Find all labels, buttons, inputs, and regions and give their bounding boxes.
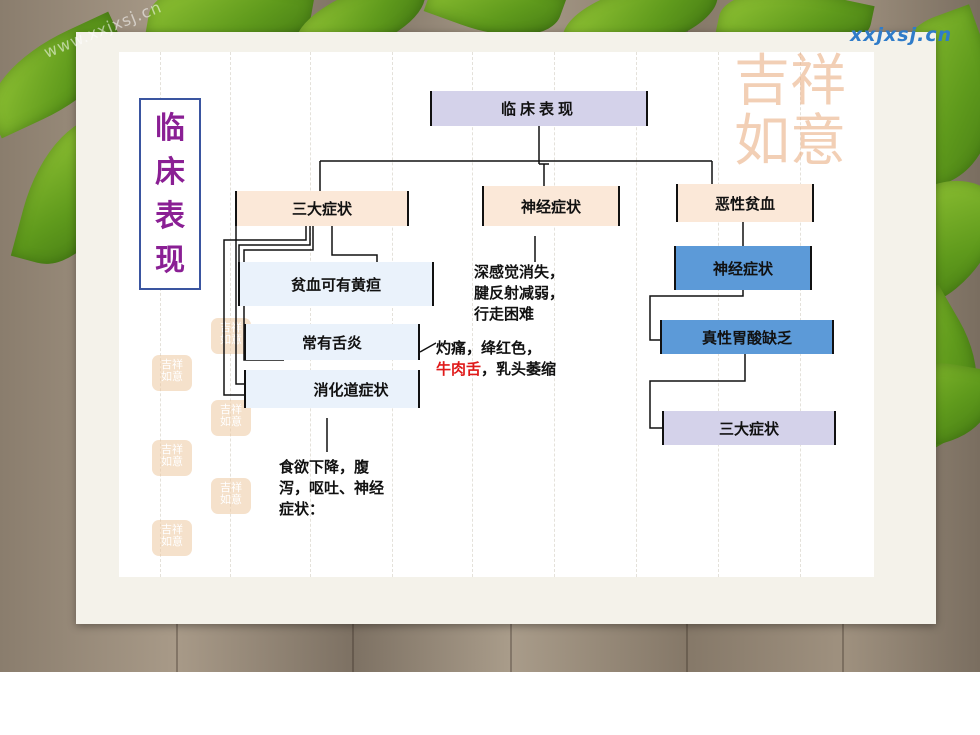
description-line: 行走困难 <box>474 305 535 323</box>
neuro-description: 深感觉消失， 腱反射减弱， 行走困难 <box>474 262 564 325</box>
description-line: 腱反射减弱， <box>474 284 565 302</box>
grid-line <box>310 52 311 577</box>
node-glossitis: 常有舌炎 <box>244 324 420 360</box>
branch-node-pernicious-anemia: 恶性贫血 <box>676 184 814 222</box>
digestive-description: 食欲下降，腹 泻，呕吐、神经 症状： <box>279 457 384 520</box>
node-three-symptoms-right: 三大症状 <box>662 411 836 445</box>
grid-line <box>636 52 637 577</box>
side-title-char: 现 <box>155 243 185 278</box>
side-title-char: 床 <box>155 155 185 190</box>
node-label: 消化道症状 <box>313 380 389 399</box>
node-digestive-symptoms: 消化道症状 <box>244 370 420 408</box>
brand-logo: xxjxsj.cn <box>850 24 953 46</box>
root-node: 临床表现 <box>430 91 648 126</box>
node-label: 常有舌炎 <box>301 333 362 352</box>
node-label: 真性胃酸缺乏 <box>701 328 792 347</box>
node-label: 三大症状 <box>718 419 779 438</box>
decorative-stamp: 吉祥如意 <box>152 520 192 556</box>
decorative-stamp: 吉祥如意 <box>211 478 251 514</box>
root-node-label: 临床表现 <box>500 100 577 118</box>
branch-node-label: 恶性贫血 <box>714 194 775 213</box>
side-title-char: 临 <box>155 111 185 146</box>
side-title-char: 表 <box>155 199 185 234</box>
description-line: 食欲下降，腹 <box>279 458 370 476</box>
side-title-box: 临 床 表 现 <box>139 98 201 290</box>
description-line: 深感觉消失， <box>474 263 565 281</box>
branch-node-neuro-symptoms: 神经症状 <box>482 186 620 226</box>
beef-tongue-highlight: 牛肉舌 <box>436 360 482 378</box>
branch-node-label: 神经症状 <box>520 197 581 216</box>
grid-line <box>472 52 473 577</box>
grid-line <box>160 52 161 577</box>
grid-line <box>554 52 555 577</box>
grid-line <box>230 52 231 577</box>
node-neuro-symptoms-right: 神经症状 <box>674 246 812 290</box>
description-line: 泻，呕吐、神经 <box>279 479 385 497</box>
description-line: 症状： <box>279 500 325 518</box>
tongue-description: 灼痛，绛红色， 牛肉舌，乳头萎缩 <box>436 338 556 380</box>
grid-line <box>392 52 393 577</box>
tongue-desc-part1: 灼痛，绛红色， <box>436 339 542 357</box>
decorative-stamp: 吉祥如意 <box>152 440 192 476</box>
decorative-seal: 吉祥如意 <box>734 49 846 174</box>
grid-line <box>800 52 801 577</box>
node-label: 贫血可有黄疸 <box>290 275 381 294</box>
node-anemia-jaundice: 贫血可有黄疸 <box>238 262 434 306</box>
branch-node-label: 三大症状 <box>291 200 352 218</box>
grid-line <box>718 52 719 577</box>
branch-node-three-symptoms: 三大症状 <box>235 191 409 226</box>
decorative-stamp: 吉祥如意 <box>152 355 192 391</box>
node-label: 神经症状 <box>712 259 773 278</box>
tongue-desc-part2: ，乳头萎缩 <box>481 360 557 378</box>
node-achlorhydria: 真性胃酸缺乏 <box>660 320 834 354</box>
